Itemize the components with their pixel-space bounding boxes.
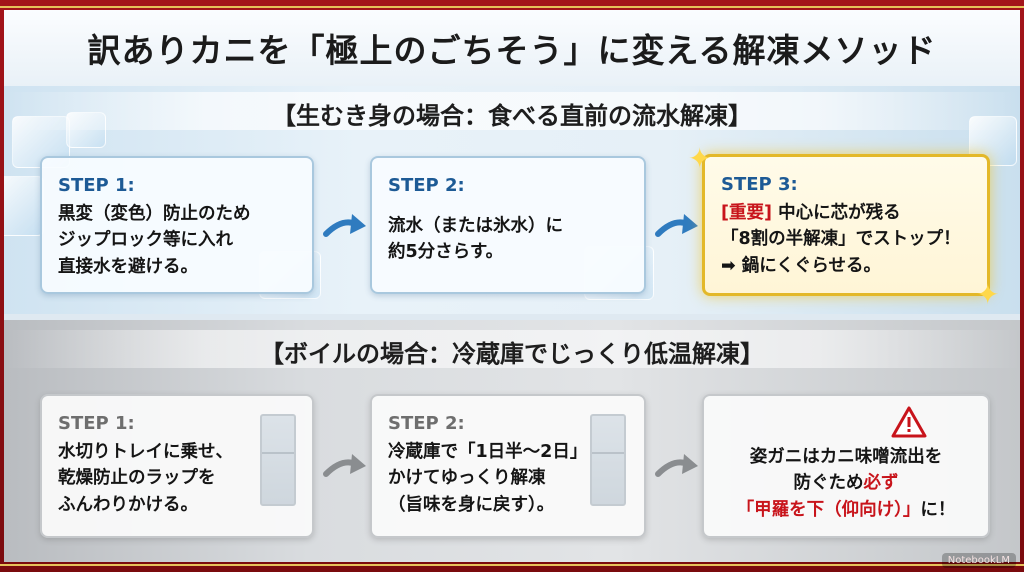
section-header-band: [4, 92, 1020, 130]
chevron-arrow-icon: [323, 214, 366, 237]
important-tag: [重要]: [721, 203, 772, 223]
step-text-line: 黒変（変色）防止のため: [58, 204, 251, 224]
step1-card-raw: STEP 1: 黒変（変色）防止のため ジップロック等に入れ 直接水を避ける。: [40, 156, 314, 294]
step-label: STEP 2:: [388, 413, 465, 434]
step-text-fragment: 中心に芯が残る: [772, 203, 901, 223]
warning-triangle-icon: [891, 406, 927, 438]
warning-emphasis: 必ず: [863, 473, 899, 494]
branding-label: NotebookLM: [947, 555, 1010, 566]
step-text-line: ジップロック等に入れ: [58, 230, 233, 251]
step-text-line: ➡ 鍋にくぐらせる。: [721, 255, 882, 276]
step-text-line: 水切りトレイに乗せ、: [58, 442, 233, 462]
page-title: 訳ありカニを「極上のごちそう」に変える解凍メソッド: [87, 31, 937, 70]
step-label: STEP 2:: [388, 175, 465, 196]
title-band: 訳ありカニを「極上のごちそう」に変える解凍メソッド: [4, 10, 1020, 86]
ice-cube-decoration: [4, 176, 44, 236]
step-text-line: 直接水を避ける。: [58, 256, 198, 277]
step3-card-boiled-warning: 姿ガニはカニ味噌流出を 防ぐため必ず 「甲羅を下（仰向け）」に！: [702, 394, 990, 538]
warning-text-line: 防ぐため必ず: [720, 470, 972, 496]
section-header-band: [4, 330, 1020, 368]
warning-text-line: 姿ガニはカニ味噌流出を: [749, 447, 943, 467]
step2-card-raw: STEP 2: 流水（または氷水）に 約5分さらす。: [370, 156, 646, 294]
step-label: STEP 1:: [58, 175, 135, 196]
sparkle-icon: ✦: [976, 278, 1000, 311]
sparkle-icon: ✦: [688, 142, 712, 175]
chevron-arrow-icon: [655, 454, 698, 477]
chevron-arrow-icon: [655, 214, 698, 237]
step-label: STEP 3:: [721, 174, 798, 195]
step-text-line: ふんわりかける。: [58, 494, 198, 515]
step-text-line: かけてゆっくり解凍: [388, 468, 546, 489]
section-header-boiled: 【ボイルの場合：冷蔵庫でじっくり低温解凍】: [260, 340, 764, 368]
warning-text-line: 「甲羅を下（仰向け）」に！: [720, 497, 972, 523]
gold-border-top: [0, 6, 1024, 8]
warning-text-fragment: 防ぐため: [793, 473, 864, 494]
step-text-line: （旨味を身に戻す）。: [388, 494, 555, 515]
step-text-line: 約5分さらす。: [388, 242, 504, 263]
step-text-line: 流水（または氷水）に: [388, 216, 563, 236]
section-raw-crab: 【生むき身の場合：食べる直前の流水解凍】 STEP 1: 黒変（変色）防止のため…: [4, 86, 1020, 314]
slide-canvas: 訳ありカニを「極上のごちそう」に変える解凍メソッド 【生むき身の場合：食べる直前…: [4, 10, 1020, 562]
step-text-line: 乾燥防止のラップを: [58, 468, 216, 489]
step-label: STEP 1:: [58, 413, 135, 434]
step3-card-raw-important: STEP 3: [重要] 中心に芯が残る 「8割の半解凍」でストップ！ ➡ 鍋に…: [702, 154, 990, 296]
step2-card-boiled: STEP 2: 冷蔵庫で「1日半〜2日」 かけてゆっくり解凍 （旨味を身に戻す）…: [370, 394, 646, 538]
section-header-raw: 【生むき身の場合：食べる直前の流水解凍】: [272, 102, 752, 130]
notebooklm-logo-icon: NotebookLM: [941, 553, 1016, 568]
warning-emphasis: 「甲羅を下（仰向け）」: [736, 499, 921, 520]
step-text-line: [重要] 中心に芯が残る: [721, 200, 971, 226]
refrigerator-icon: [590, 414, 626, 506]
step1-card-boiled: STEP 1: 水切りトレイに乗せ、 乾燥防止のラップを ふんわりかける。: [40, 394, 314, 538]
refrigerator-icon: [260, 414, 296, 506]
section-boiled-crab: 【ボイルの場合：冷蔵庫でじっくり低温解凍】 STEP 1: 水切りトレイに乗せ、…: [4, 320, 1020, 562]
step-text-line: 冷蔵庫で「1日半〜2日」: [388, 442, 588, 462]
warning-text-fragment: に！: [920, 499, 956, 520]
gold-border-bottom: [0, 564, 1024, 566]
step-text-line: 「8割の半解凍」でストップ！: [721, 229, 961, 250]
chevron-arrow-icon: [323, 454, 366, 477]
